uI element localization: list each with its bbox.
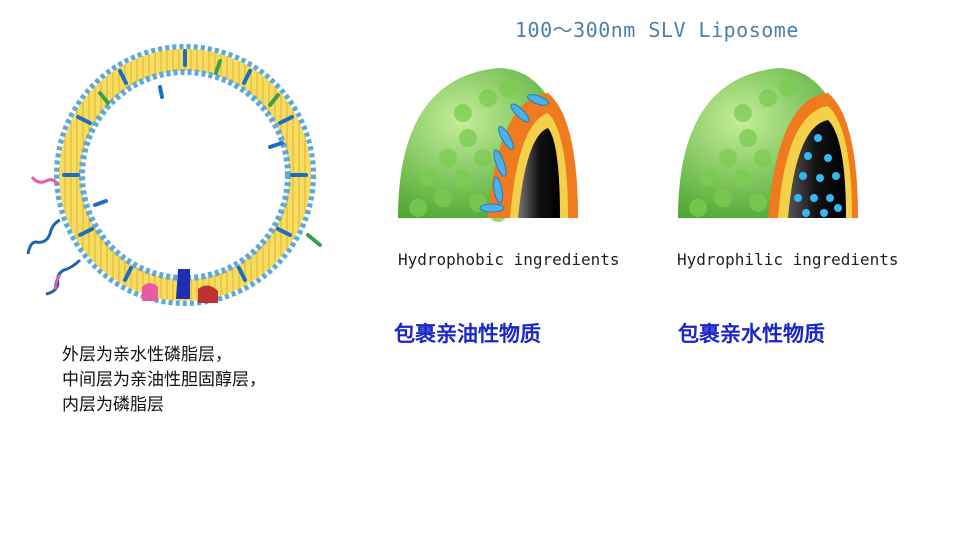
inner-head-layer bbox=[79, 69, 291, 281]
description-line-3: 内层为磷脂层 bbox=[62, 395, 164, 415]
aqueous-core bbox=[788, 120, 846, 218]
description-line-2: 中间层为亲油性胆固醇层， bbox=[62, 370, 266, 390]
carbohydrate-chains bbox=[26, 176, 82, 296]
membrane-proteins bbox=[62, 49, 322, 282]
description-line-1: 外层为亲水性磷脂层， bbox=[62, 345, 232, 365]
liposome-ring-illustration bbox=[26, 44, 322, 306]
hydrophilic-label: 包裹亲水性物质 bbox=[678, 321, 825, 346]
hydrophilic-liposome-illustration bbox=[678, 68, 858, 218]
bottom-protein-cluster bbox=[142, 269, 218, 303]
diagram-title: 100～300nm SLV Liposome bbox=[515, 18, 799, 42]
aqueous-core bbox=[518, 128, 560, 218]
hydrophobic-liposome-illustration bbox=[398, 68, 578, 222]
hydrophilic-caption: Hydrophilic ingredients bbox=[677, 250, 899, 269]
hydrophilic-drug-molecules bbox=[794, 134, 842, 217]
hydrophobic-caption: Hydrophobic ingredients bbox=[398, 250, 620, 269]
hydrophobic-label: 包裹亲油性物质 bbox=[394, 321, 541, 346]
sphere-texture bbox=[689, 79, 797, 217]
liposome-layer-description: 外层为亲水性磷脂层， 中间层为亲油性胆固醇层， 内层为磷脂层 bbox=[62, 343, 266, 418]
liposome-lumen bbox=[85, 75, 285, 275]
hydrophobic-drug-molecules bbox=[479, 94, 549, 213]
